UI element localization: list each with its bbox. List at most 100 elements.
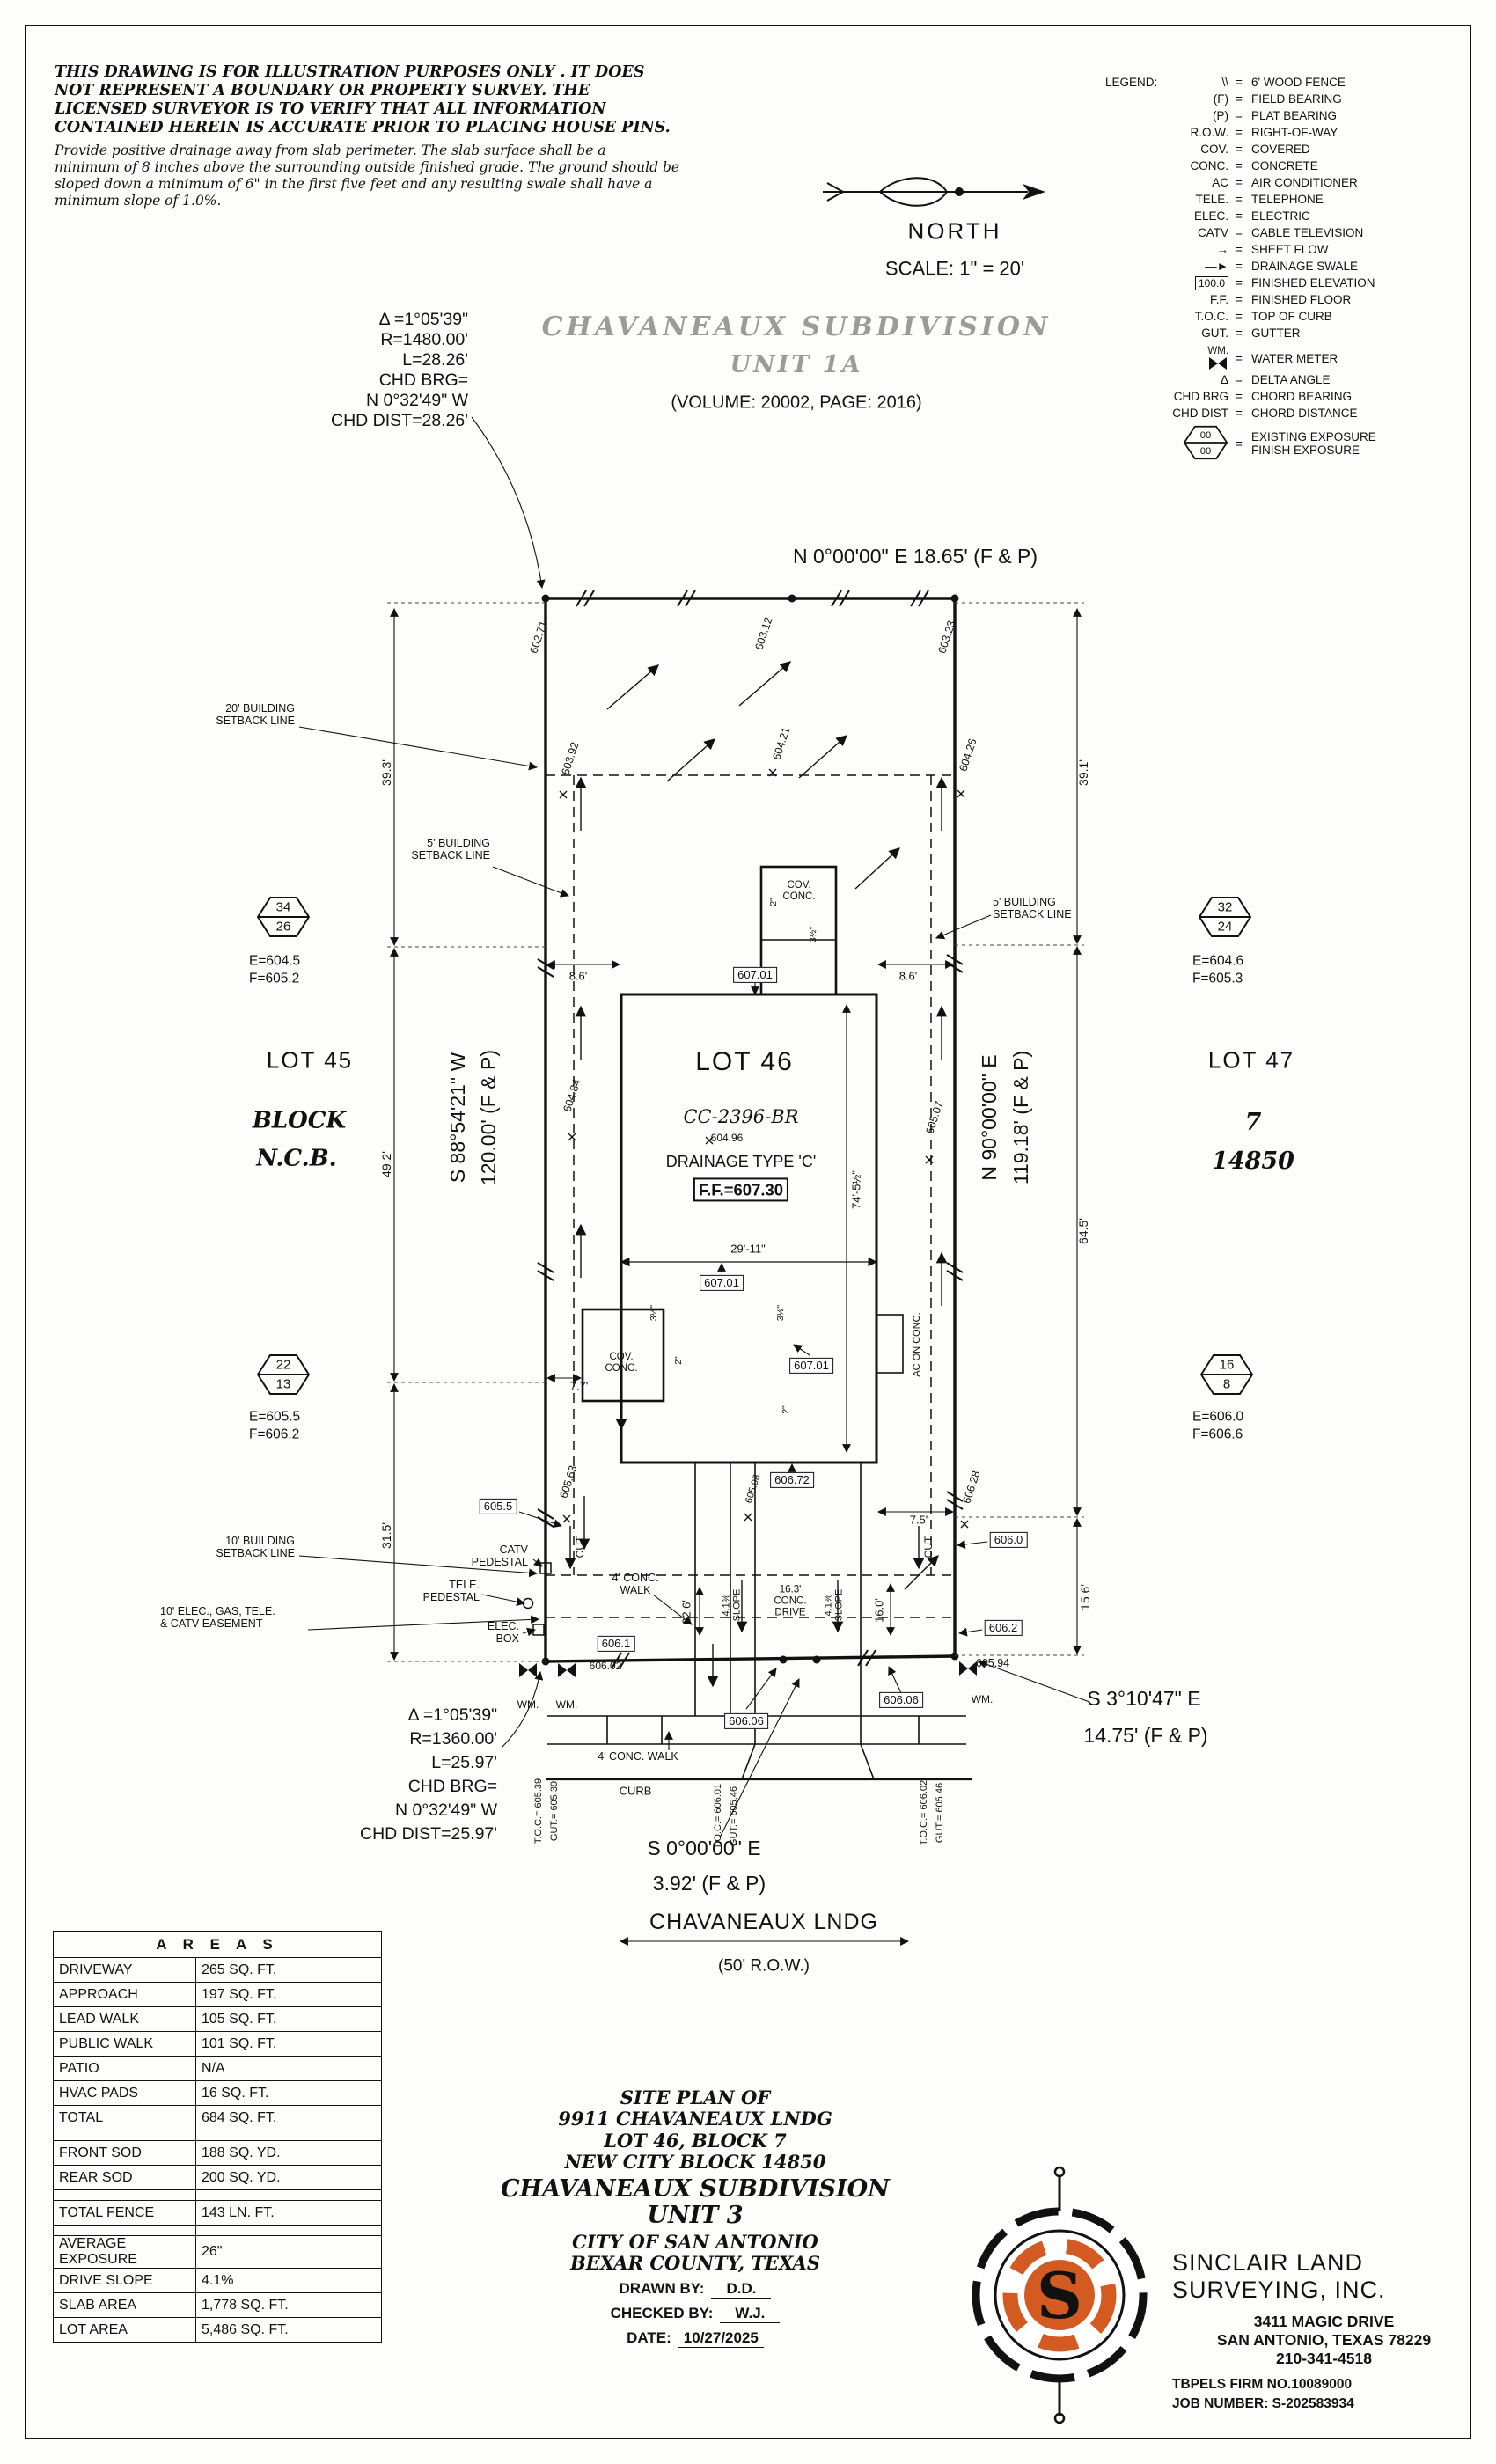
wood-fence-hatches: [537, 590, 964, 1669]
lot-45-label: LOT 45: [266, 1046, 354, 1074]
water-meter-symbols: [519, 1661, 977, 1677]
dim-2in-porch: 2": [673, 1356, 685, 1365]
company-firm-number: TBPELS FIRM NO.10089000: [1172, 2377, 1353, 2392]
exposure-3-top: 22: [275, 1357, 291, 1373]
ac-pad-label: AC ON CONC.: [911, 1312, 922, 1377]
conc-walk-lower-label: 4' CONC. WALK: [595, 1749, 681, 1764]
title-address: 9911 CHAVANEAUX LNDG: [554, 2108, 836, 2130]
exposure-2-e: E=604.6: [1192, 953, 1244, 969]
block-number: 7: [1244, 1108, 1262, 1136]
boxed-elev-606-06-b: 606.06: [879, 1691, 923, 1709]
company-phone: 210-341-4518: [1276, 2350, 1372, 2367]
distance-east: 119.18' (F & P): [1009, 1050, 1033, 1185]
date-label: DATE:: [627, 2329, 671, 2346]
exposure-1-bottom: 26: [275, 919, 291, 935]
distance-southeast: 14.75' (F & P): [1083, 1724, 1208, 1748]
company-name-2: SURVEYING, INC.: [1172, 2277, 1386, 2303]
date-value: 10/27/2025: [678, 2329, 764, 2348]
legend: LEGEND:\\=6' WOOD FENCE (F)=FIELD BEARIN…: [1105, 76, 1466, 464]
bearing-south: S 0°00'00" E: [647, 1837, 761, 1860]
gut-2: GUT.= 605.46: [728, 1786, 739, 1847]
dim-74-5h: 74'-5½": [849, 1170, 863, 1209]
catv-pedestal-label: CATV PEDESTAL: [471, 1543, 528, 1568]
toc-3: T.O.C.= 606.02: [918, 1779, 929, 1846]
finished-floor-value: F.F.=607.30: [693, 1177, 789, 1202]
toc-2: T.O.C.= 606.01: [712, 1783, 723, 1850]
company-address-1: 3411 MAGIC DRIVE: [1253, 2313, 1395, 2330]
areas-value: N/A: [195, 2056, 382, 2081]
exposure-4-top: 16: [1219, 1357, 1235, 1373]
exposure-2-top: 32: [1217, 899, 1233, 915]
exposure-1-top: 34: [275, 899, 291, 915]
exposure-1-f: F=605.2: [249, 971, 300, 986]
areas-value: 143 LN. FT.: [195, 2200, 382, 2226]
dim-64-5: 64.5': [1076, 1218, 1091, 1244]
areas-label: PATIO: [53, 2056, 196, 2081]
finished-elevation-icon: 100.0: [1194, 276, 1228, 290]
cut-left-label: CUT: [574, 1536, 587, 1558]
bearing-east: N 90°00'00" E: [978, 1054, 1001, 1181]
north-label: NORTH: [907, 217, 1002, 245]
title-line-1: SITE PLAN OF: [620, 2086, 771, 2108]
drawn-by-value: D.D.: [711, 2280, 772, 2299]
dim-15-6: 15.6': [1078, 1584, 1093, 1610]
boxed-elev-607-01-b: 607.01: [700, 1274, 744, 1292]
exposure-4-bottom: 8: [1222, 1376, 1231, 1392]
boxed-elev-606-72: 606.72: [770, 1471, 814, 1489]
areas-value: 200 SQ. YD.: [195, 2165, 382, 2190]
areas-label: TOTAL: [53, 2105, 196, 2130]
areas-value: 1,778 SQ. FT.: [195, 2292, 382, 2318]
gut-1: GUT.= 605.39: [548, 1780, 560, 1842]
areas-label: TOTAL FENCE: [53, 2200, 196, 2226]
street-row: (50' R.O.W.): [718, 1956, 810, 1976]
adjacent-subdivision-volume: (VOLUME: 20002, PAGE: 2016): [671, 392, 922, 413]
north-arrow-icon: [823, 177, 1045, 207]
dim-8-6-right: 8.6': [898, 969, 918, 983]
utility-symbols: [522, 1562, 552, 1636]
curb-label: CURB: [619, 1784, 652, 1798]
setback-5-right-label: 5' BUILDING SETBACK LINE: [993, 895, 1072, 920]
exposure-3-e: E=605.5: [249, 1409, 301, 1425]
areas-label: FRONT SOD: [53, 2140, 196, 2166]
areas-value: 188 SQ. YD.: [195, 2140, 382, 2166]
wm-label-3: WM.: [971, 1693, 994, 1706]
areas-label: HVAC PADS: [53, 2080, 196, 2106]
dim-8-6-left: 8.6': [568, 969, 588, 983]
wm-label-1: WM.: [517, 1698, 539, 1712]
wood-fence-icon: \\: [1221, 76, 1228, 89]
dim-39-1: 39.1': [1076, 759, 1091, 786]
dim-3h-left: 3½": [649, 1304, 660, 1322]
tele-pedestal-label: TELE. PEDESTAL: [422, 1578, 480, 1603]
areas-label: PUBLIC WALK: [53, 2031, 196, 2057]
boxed-elev-607-01-c: 607.01: [789, 1357, 833, 1375]
areas-label: SLAB AREA: [53, 2292, 196, 2318]
checked-by-label: CHECKED BY:: [610, 2305, 714, 2321]
lot-boundary: [544, 597, 957, 1663]
areas-label: LEAD WALK: [53, 2006, 196, 2032]
company-logo: S: [972, 2166, 1148, 2424]
conc-walk-upper-label: 4' CONC. WALK: [612, 1571, 659, 1596]
adjacent-subdivision-unit: UNIT 1A: [730, 350, 863, 378]
wm-label-2: WM.: [555, 1698, 578, 1712]
block-word: BLOCK: [252, 1107, 347, 1134]
dim-49-2: 49.2': [379, 1151, 394, 1177]
setback-10-label: 10' BUILDING SETBACK LINE: [216, 1534, 295, 1559]
dim-2in-lower: 2": [781, 1405, 792, 1414]
drive-slope-left-label: 4.1% SLOPE: [721, 1588, 743, 1622]
dim-7-7: 7.7': [569, 1379, 589, 1393]
areas-label: DRIVEWAY: [53, 1957, 196, 1983]
areas-value: 4.1%: [195, 2268, 382, 2293]
title-block: SITE PLAN OF 9911 CHAVANEAUX LNDG LOT 46…: [497, 2087, 893, 2348]
disclaimer-body: Provide positive drainage away from slab…: [55, 143, 680, 209]
exposure-4-f: F=606.6: [1192, 1426, 1243, 1442]
delta-icon: Δ: [1220, 373, 1228, 386]
areas-value: 26": [195, 2235, 382, 2269]
company-name-1: SINCLAIR LAND: [1172, 2249, 1364, 2276]
distance-south: 3.92' (F & P): [652, 1872, 766, 1896]
adjacent-subdivision-name: CHAVANEAUX SUBDIVISION: [541, 312, 1052, 343]
areas-value: 5,486 SQ. FT.: [195, 2317, 382, 2343]
cut-right-label: CUT: [922, 1536, 935, 1558]
bearing-southeast: S 3°10'47" E: [1087, 1687, 1201, 1711]
